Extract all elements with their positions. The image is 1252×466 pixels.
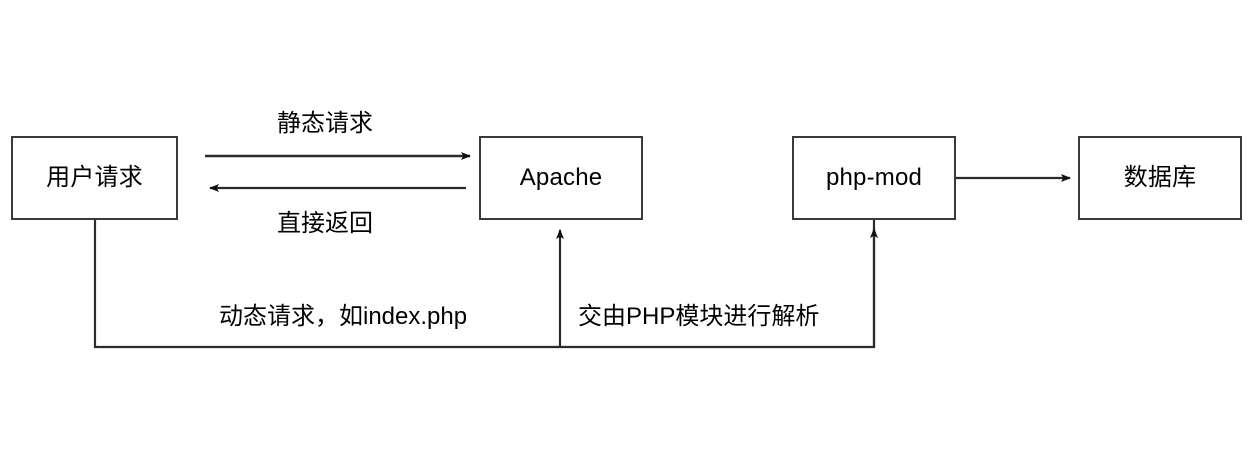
edge-label-php-parse: 交由PHP模块进行解析 [578, 303, 820, 330]
node-php-mod-label: php-mod [825, 164, 923, 191]
node-apache-label: Apache [519, 164, 603, 191]
node-user-request-label: 用户请求 [46, 164, 143, 191]
edge-label-dynamic-request: 动态请求，如index.php [219, 303, 468, 330]
edge-label-static-request: 静态请求 [277, 110, 373, 137]
node-database[interactable]: 数据库 [1078, 136, 1242, 220]
node-apache[interactable]: Apache [479, 136, 643, 220]
node-user-request[interactable]: 用户请求 [11, 136, 178, 220]
edge-label-direct-return: 直接返回 [277, 210, 373, 237]
node-php-mod[interactable]: php-mod [792, 136, 956, 220]
node-database-label: 数据库 [1123, 164, 1197, 191]
